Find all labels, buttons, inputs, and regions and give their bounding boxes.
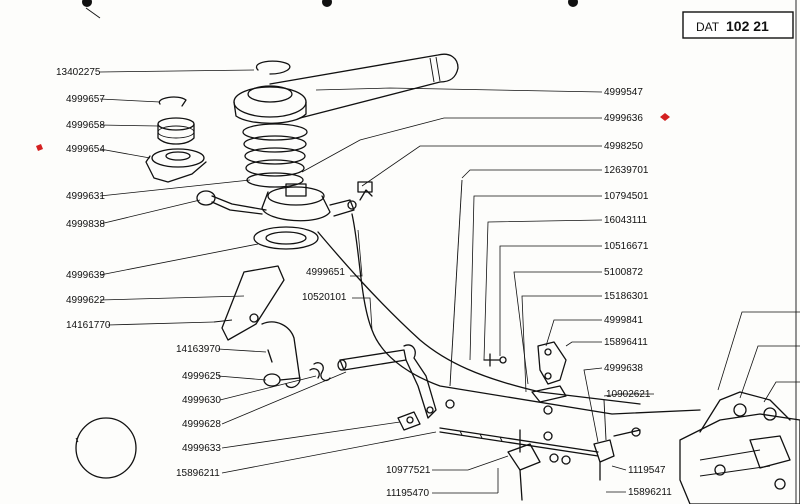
washer-part bbox=[253, 226, 319, 250]
pivot-housing-part bbox=[261, 183, 357, 222]
part-label: 13402275 bbox=[56, 67, 101, 78]
part-label: 16043111 bbox=[604, 215, 647, 226]
red-mark bbox=[36, 144, 43, 151]
punch-hole bbox=[568, 0, 578, 7]
spring-part bbox=[242, 123, 308, 188]
red-mark bbox=[660, 113, 670, 121]
clevis-part bbox=[593, 399, 641, 481]
part-label: 4999639 bbox=[66, 270, 105, 281]
bracket-plate-part bbox=[213, 265, 285, 341]
part-label: 4999630 bbox=[182, 395, 221, 406]
part-label: 4999547 bbox=[604, 87, 643, 98]
pedal-lever-part bbox=[261, 321, 331, 389]
part-label: 4999633 bbox=[182, 443, 221, 454]
part-label: 1119547 bbox=[628, 465, 666, 476]
part-label: 4999651 bbox=[306, 267, 345, 278]
boot-part bbox=[196, 190, 267, 215]
scan-mark bbox=[85, 7, 101, 19]
part-label: 15896411 bbox=[604, 337, 648, 348]
part-label: 4999636 bbox=[604, 113, 643, 124]
part-label: 10794501 bbox=[604, 191, 649, 202]
clamp-block-part bbox=[397, 411, 421, 431]
part-label: 4999838 bbox=[66, 219, 105, 230]
gearbox-housing-part bbox=[679, 391, 800, 504]
punch-hole bbox=[322, 0, 332, 7]
part-label: 10977521 bbox=[386, 465, 431, 476]
leader-lines bbox=[99, 69, 800, 494]
scan-mark bbox=[75, 437, 79, 443]
doc-number: 102 21 bbox=[726, 18, 769, 34]
punch-hole bbox=[82, 0, 92, 7]
part-label: 4999658 bbox=[66, 120, 105, 131]
part-label: 15186301 bbox=[604, 291, 649, 302]
part-label: 4999654 bbox=[66, 144, 105, 155]
part-label: 4999657 bbox=[66, 94, 105, 105]
part-label: 4999622 bbox=[66, 295, 105, 306]
part-label: 10520101 bbox=[302, 292, 347, 303]
bolt-part bbox=[445, 179, 507, 409]
part-label: 4999638 bbox=[604, 363, 643, 374]
right-bracket-part bbox=[531, 341, 567, 441]
part-label: 15896211 bbox=[628, 487, 672, 498]
doc-number-box: DAT 102 21 bbox=[682, 11, 794, 39]
part-label: 14163970 bbox=[176, 344, 221, 355]
lower-fork-part bbox=[507, 429, 571, 501]
round-cover-part bbox=[75, 417, 137, 479]
part-label: 12639701 bbox=[604, 165, 649, 176]
cable-assembly bbox=[317, 181, 701, 415]
part-label: 5100872 bbox=[604, 267, 643, 278]
part-label: 11195470 bbox=[386, 488, 429, 499]
main-shaft-part bbox=[337, 344, 437, 419]
part-label: 15896211 bbox=[176, 468, 220, 479]
part-label: 10902621 bbox=[606, 389, 651, 400]
gear-lever-part bbox=[233, 53, 459, 124]
part-label: 4998250 bbox=[604, 141, 643, 152]
part-label: 4999625 bbox=[182, 371, 221, 382]
part-label: 4999631 bbox=[66, 191, 105, 202]
doc-prefix: DAT bbox=[696, 20, 720, 34]
part-label: 14161770 bbox=[66, 320, 111, 331]
snap-ring-part bbox=[255, 60, 291, 75]
part-label: 4999841 bbox=[604, 315, 643, 326]
part-label: 4999628 bbox=[182, 419, 221, 430]
part-label: 10516671 bbox=[604, 241, 649, 252]
threaded-rod-part bbox=[439, 427, 599, 457]
pin-part bbox=[267, 349, 273, 363]
bush-stack-part bbox=[145, 96, 207, 183]
